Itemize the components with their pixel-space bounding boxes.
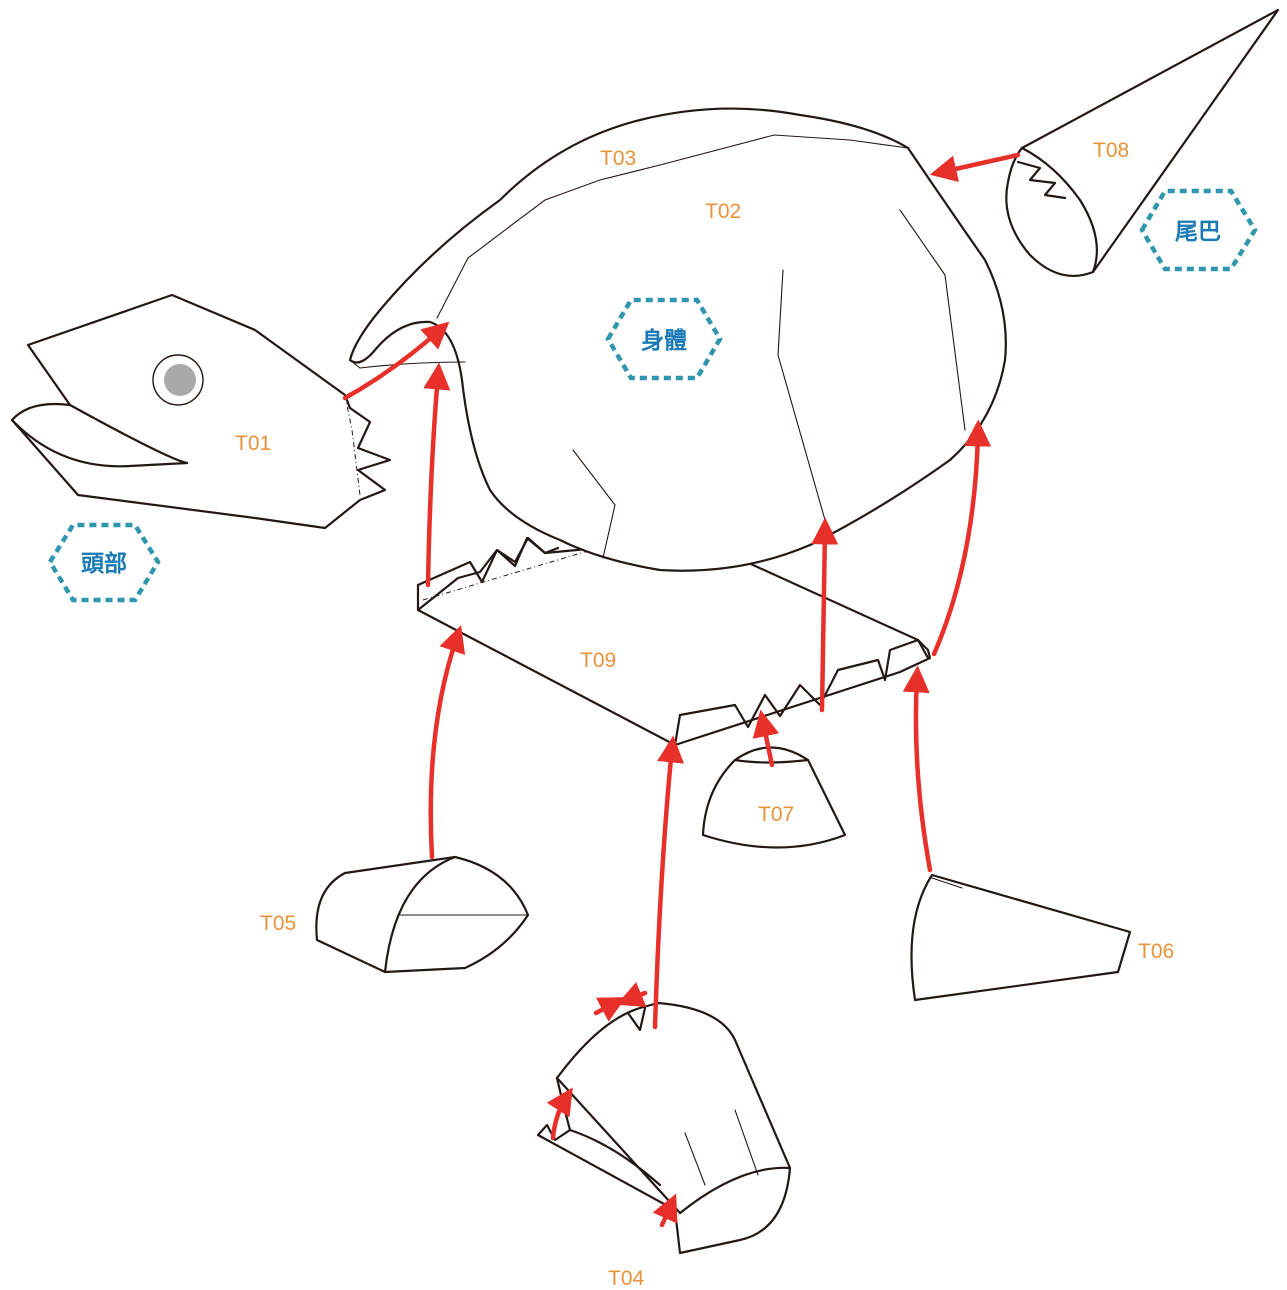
red-arrow-icon bbox=[916, 678, 930, 870]
section-tail-text: 尾巴 bbox=[1175, 219, 1221, 245]
red-arrow-icon bbox=[942, 155, 1018, 172]
section-head-text: 頭部 bbox=[81, 550, 127, 577]
red-arrow-icon bbox=[655, 748, 672, 1027]
red-arrow-icon bbox=[428, 375, 438, 585]
part-code-t05: T05 bbox=[260, 912, 296, 935]
part-t01-head bbox=[12, 295, 390, 528]
part-code-t07: T07 bbox=[758, 803, 794, 826]
red-arrow-icon bbox=[662, 1205, 671, 1225]
part-code-t01: T01 bbox=[235, 432, 271, 455]
part-t05-leg bbox=[316, 857, 528, 972]
section-label-tail: 尾巴 bbox=[1142, 191, 1255, 269]
red-arrow-icon bbox=[596, 1003, 615, 1013]
section-label-body: 身體 bbox=[608, 300, 720, 378]
part-t07-piece bbox=[703, 748, 845, 848]
part-code-t04: T04 bbox=[608, 1267, 645, 1290]
red-arrow-icon bbox=[431, 637, 457, 857]
section-body-text: 身體 bbox=[641, 327, 687, 354]
part-code-t03: T03 bbox=[600, 147, 636, 170]
part-code-t02: T02 bbox=[705, 200, 741, 223]
part-code-t06: T06 bbox=[1138, 940, 1174, 963]
red-arrow-icon bbox=[628, 993, 645, 1000]
part-t06-leg bbox=[911, 875, 1130, 1000]
red-arrow-icon bbox=[822, 530, 825, 710]
section-label-head: 頭部 bbox=[50, 525, 158, 600]
red-arrow-icon bbox=[553, 1098, 566, 1138]
part-code-t08: T08 bbox=[1093, 139, 1129, 162]
part-code-t09: T09 bbox=[580, 649, 616, 672]
eye-pupil bbox=[164, 364, 196, 396]
